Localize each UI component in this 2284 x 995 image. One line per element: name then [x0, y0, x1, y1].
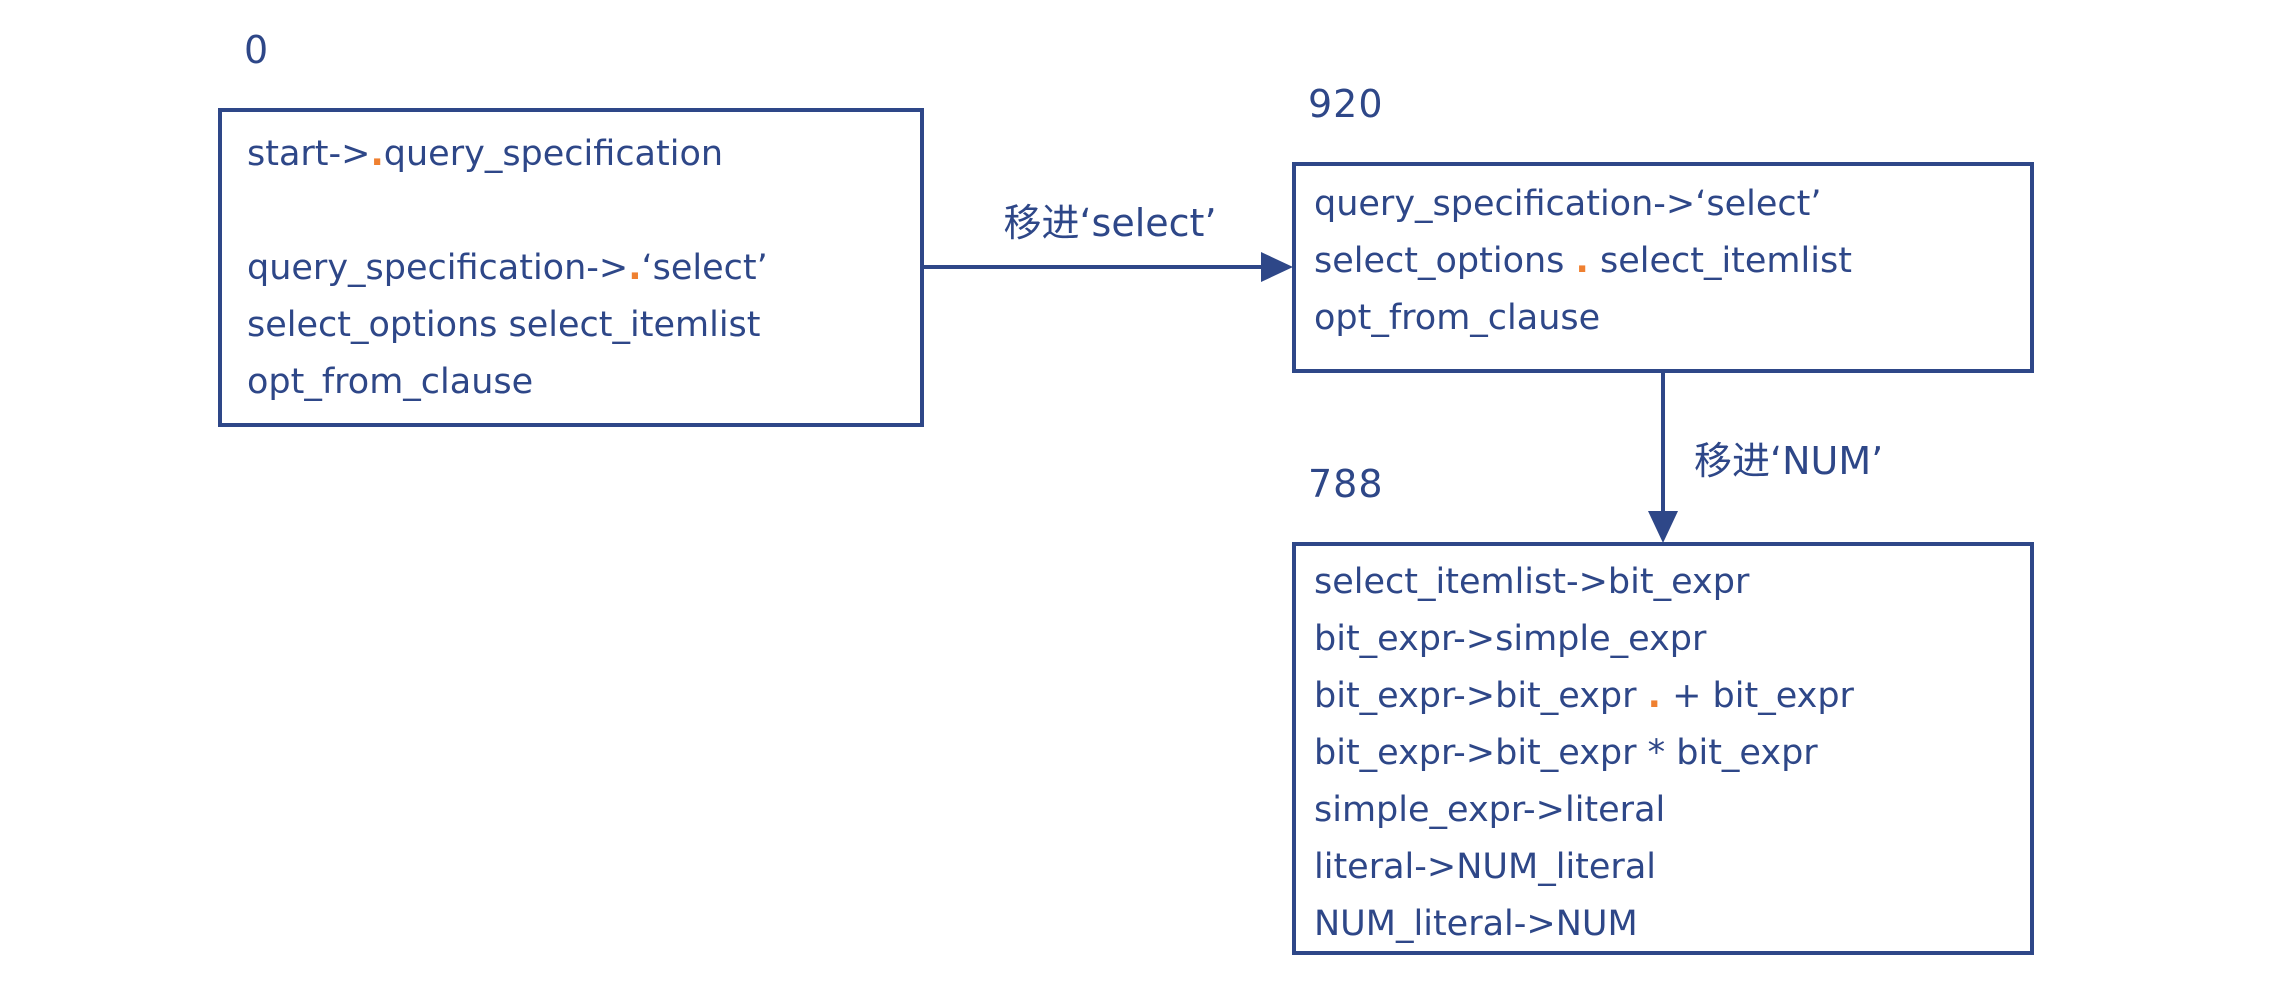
production-text: ‘select’	[641, 248, 768, 288]
production-text: start->	[247, 134, 371, 174]
arrow-line-shift-num	[1661, 373, 1665, 515]
state-920-box: query_specification->‘select’ select_opti…	[1292, 162, 2034, 373]
production-text: select_options	[1314, 241, 1576, 281]
state-788-box: select_itemlist->bit_expr bit_expr->simpl…	[1292, 542, 2034, 955]
state-0-box: start->.query_specification query_specif…	[218, 108, 924, 427]
production-text: select_itemlist	[1588, 241, 1852, 281]
production-line: NUM_literal->NUM	[1314, 896, 2030, 953]
production-text: simple_expr->literal	[1314, 790, 1666, 830]
arrow-head-down-icon	[1648, 511, 1678, 543]
production-text: bit_expr->bit_expr	[1314, 676, 1648, 716]
production-line	[247, 183, 920, 240]
production-text: select_itemlist->bit_expr	[1314, 562, 1750, 602]
production-line: query_specification->.‘select’	[247, 240, 920, 297]
arrow-line-shift-select	[924, 265, 1264, 269]
production-text: bit_expr->bit_expr * bit_expr	[1314, 733, 1818, 773]
production-text: opt_from_clause	[247, 362, 534, 402]
production-text: + bit_expr	[1660, 676, 1854, 716]
parser-position-dot: .	[1647, 676, 1661, 716]
production-line: select_itemlist->bit_expr	[1314, 554, 2030, 611]
production-line: query_specification->‘select’	[1314, 176, 2030, 233]
production-text: bit_expr->simple_expr	[1314, 619, 1707, 659]
parser-position-dot: .	[628, 248, 642, 288]
production-text: NUM_literal->NUM	[1314, 904, 1638, 944]
production-line: bit_expr->bit_expr * bit_expr	[1314, 725, 2030, 782]
production-text: opt_from_clause	[1314, 298, 1601, 338]
production-text: query_specification->	[247, 248, 629, 288]
production-line: literal->NUM_literal	[1314, 839, 2030, 896]
production-text: query_specification->‘select’	[1314, 184, 1822, 224]
production-line: select_options select_itemlist	[247, 297, 920, 354]
arrow-head-right-icon	[1261, 252, 1293, 282]
state-920-label: 920	[1308, 82, 1384, 126]
state-0-label: 0	[244, 28, 270, 72]
transition-shift-num-label: 移进‘NUM’	[1694, 439, 1884, 483]
transition-shift-select-label: 移进‘select’	[1003, 201, 1217, 245]
production-text: query_specification	[383, 134, 724, 174]
state-920-productions: query_specification->‘select’ select_opti…	[1296, 176, 2030, 347]
production-line: opt_from_clause	[247, 354, 920, 411]
state-0-productions: start->.query_specification query_specif…	[222, 126, 920, 411]
production-line: opt_from_clause	[1314, 290, 2030, 347]
production-line: start->.query_specification	[247, 126, 920, 183]
production-line: select_options . select_itemlist	[1314, 233, 2030, 290]
production-line: bit_expr->simple_expr	[1314, 611, 2030, 668]
parser-position-dot: .	[370, 134, 384, 174]
parser-position-dot: .	[1575, 241, 1589, 281]
state-788-label: 788	[1308, 462, 1384, 506]
production-line: bit_expr->bit_expr . + bit_expr	[1314, 668, 2030, 725]
production-text: literal->NUM_literal	[1314, 847, 1656, 887]
production-line: simple_expr->literal	[1314, 782, 2030, 839]
production-text: select_options select_itemlist	[247, 305, 761, 345]
state-788-productions: select_itemlist->bit_expr bit_expr->simpl…	[1296, 554, 2030, 953]
